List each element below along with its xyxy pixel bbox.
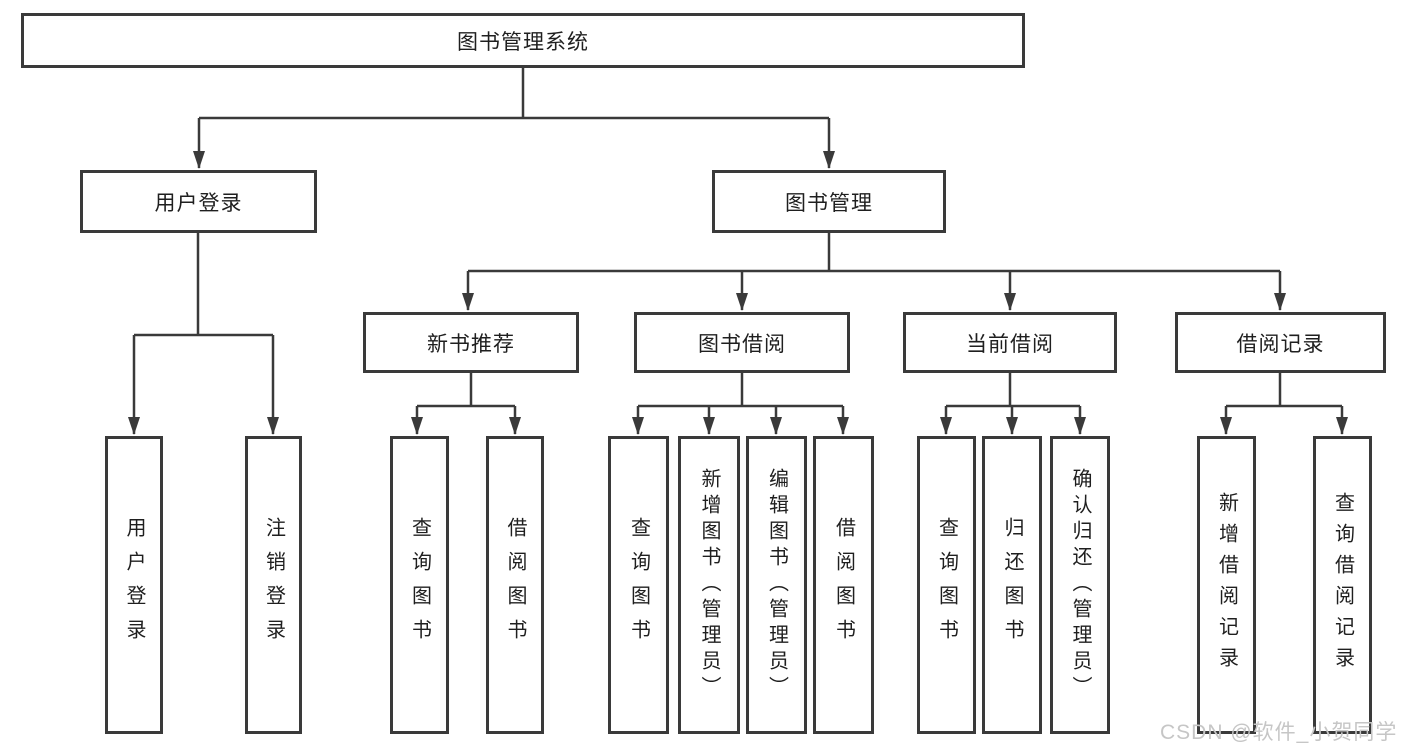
leaf-add-books-admin: 新增图书（管理员）: [678, 436, 740, 734]
leaf-label: 查询图书: [408, 517, 431, 653]
leaf-confirm-return-admin: 确认归还（管理员）: [1050, 436, 1110, 734]
leaf-label: 查询图书: [627, 517, 650, 653]
node-borrow-records: 借阅记录: [1175, 312, 1386, 373]
leaf-label: 编辑图书（管理员）: [765, 468, 788, 702]
leaf-edit-books-admin: 编辑图书（管理员）: [746, 436, 807, 734]
leaf-label: 借阅图书: [504, 517, 526, 653]
leaf-label: 新增借阅记录: [1215, 492, 1238, 678]
leaf-label: 新增图书（管理员）: [698, 468, 720, 702]
leaf-label: 借阅图书: [832, 517, 855, 653]
leaf-label: 查询借阅记录: [1331, 492, 1354, 678]
leaf-add-borrow-record: 新增借阅记录: [1197, 436, 1256, 734]
leaf-logout: 注销登录: [245, 436, 302, 734]
leaf-label: 归还图书: [1001, 517, 1023, 653]
leaf-borrow-books-2: 借阅图书: [813, 436, 874, 734]
node-new-book-recommend: 新书推荐: [363, 312, 579, 373]
leaf-query-books-2: 查询图书: [608, 436, 669, 734]
leaf-label: 确认归还（管理员）: [1069, 468, 1091, 702]
leaf-user-login: 用户登录: [105, 436, 163, 734]
leaf-label: 查询图书: [935, 517, 958, 653]
csdn-watermark: CSDN @软件_小贺同学: [1160, 721, 1398, 744]
leaf-label: 用户登录: [123, 517, 145, 653]
node-current-borrow: 当前借阅: [903, 312, 1117, 373]
leaf-label: 注销登录: [262, 517, 285, 653]
leaf-query-books-3: 查询图书: [917, 436, 976, 734]
leaf-query-borrow-record: 查询借阅记录: [1313, 436, 1372, 734]
node-root-system: 图书管理系统: [21, 13, 1025, 68]
node-book-borrow: 图书借阅: [634, 312, 850, 373]
node-book-management: 图书管理: [712, 170, 946, 233]
leaf-return-books: 归还图书: [982, 436, 1042, 734]
node-user-login: 用户登录: [80, 170, 317, 233]
leaf-borrow-books-1: 借阅图书: [486, 436, 544, 734]
leaf-query-books-1: 查询图书: [390, 436, 449, 734]
